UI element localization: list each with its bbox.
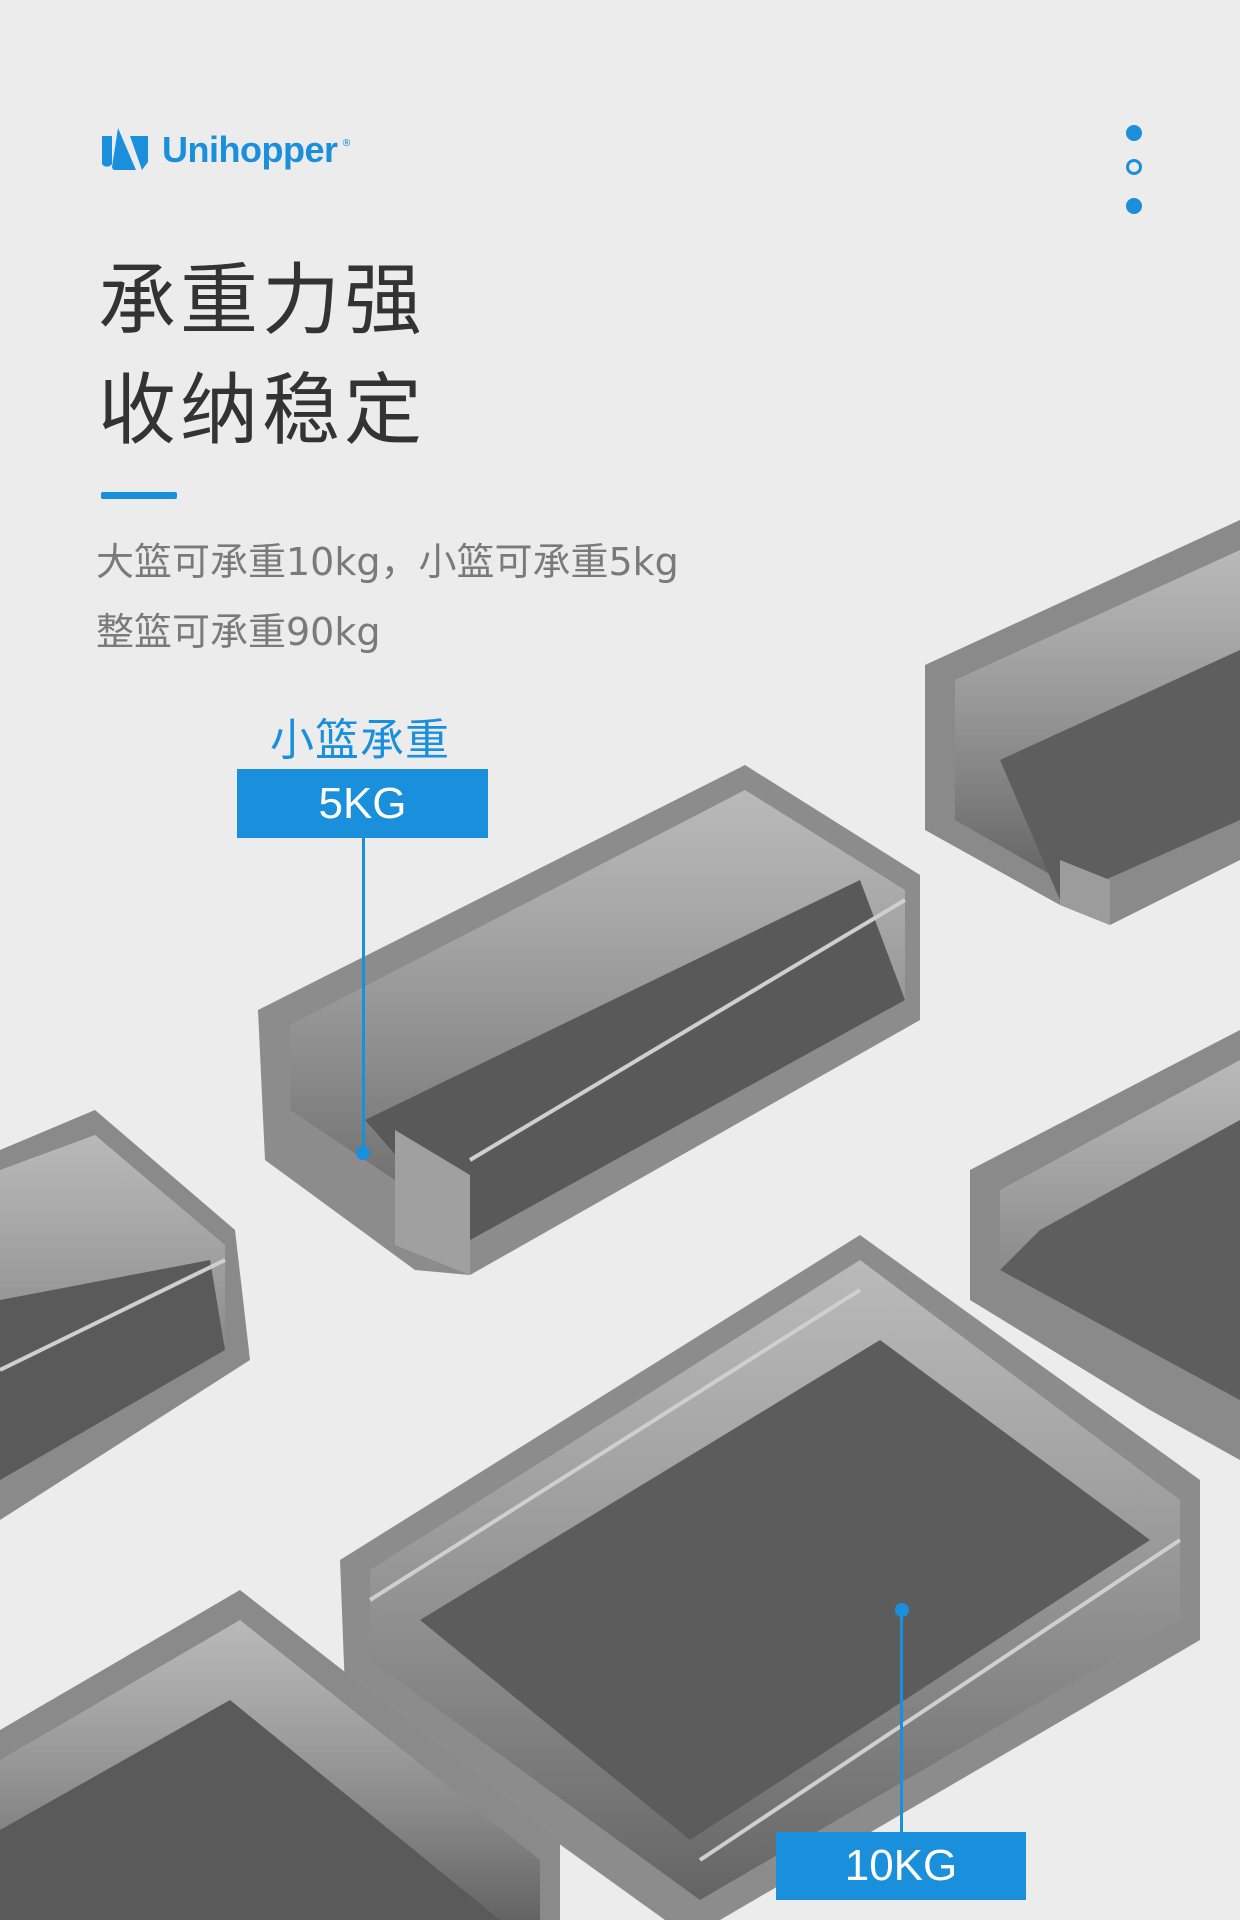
- small-basket-label: 小篮承重: [270, 715, 450, 766]
- basket-left: [0, 1110, 250, 1520]
- callout-line: [900, 1610, 903, 1832]
- pager-dot: [1126, 198, 1142, 214]
- basket-right-middle: [970, 1030, 1240, 1460]
- pager-dot-hollow: [1126, 159, 1142, 175]
- basket-bottom-left: [0, 1590, 560, 1920]
- callout-pin: [356, 1146, 370, 1160]
- callout-line: [362, 838, 365, 1153]
- description-line2: 整篮可承重90kg: [96, 610, 381, 654]
- brand-logo: Unihopper ®: [100, 128, 351, 172]
- headline-line2: 收纳稳定: [98, 366, 427, 456]
- logo-mark-icon: [102, 128, 148, 170]
- basket-small: [258, 765, 920, 1275]
- small-basket-weight-tag: 5KG: [237, 769, 488, 838]
- brand-name: Unihopper: [162, 129, 338, 170]
- pager-dot: [1126, 125, 1142, 141]
- accent-underline: [101, 492, 177, 499]
- large-basket-weight-tag: 10KG: [776, 1832, 1026, 1900]
- registered-mark: ®: [341, 137, 352, 149]
- description-line1: 大篮可承重10kg，小篮可承重5kg: [96, 540, 679, 584]
- headline-line1: 承重力强: [98, 256, 427, 346]
- basket-large: [340, 1235, 1200, 1920]
- basket-top-right: [925, 520, 1240, 925]
